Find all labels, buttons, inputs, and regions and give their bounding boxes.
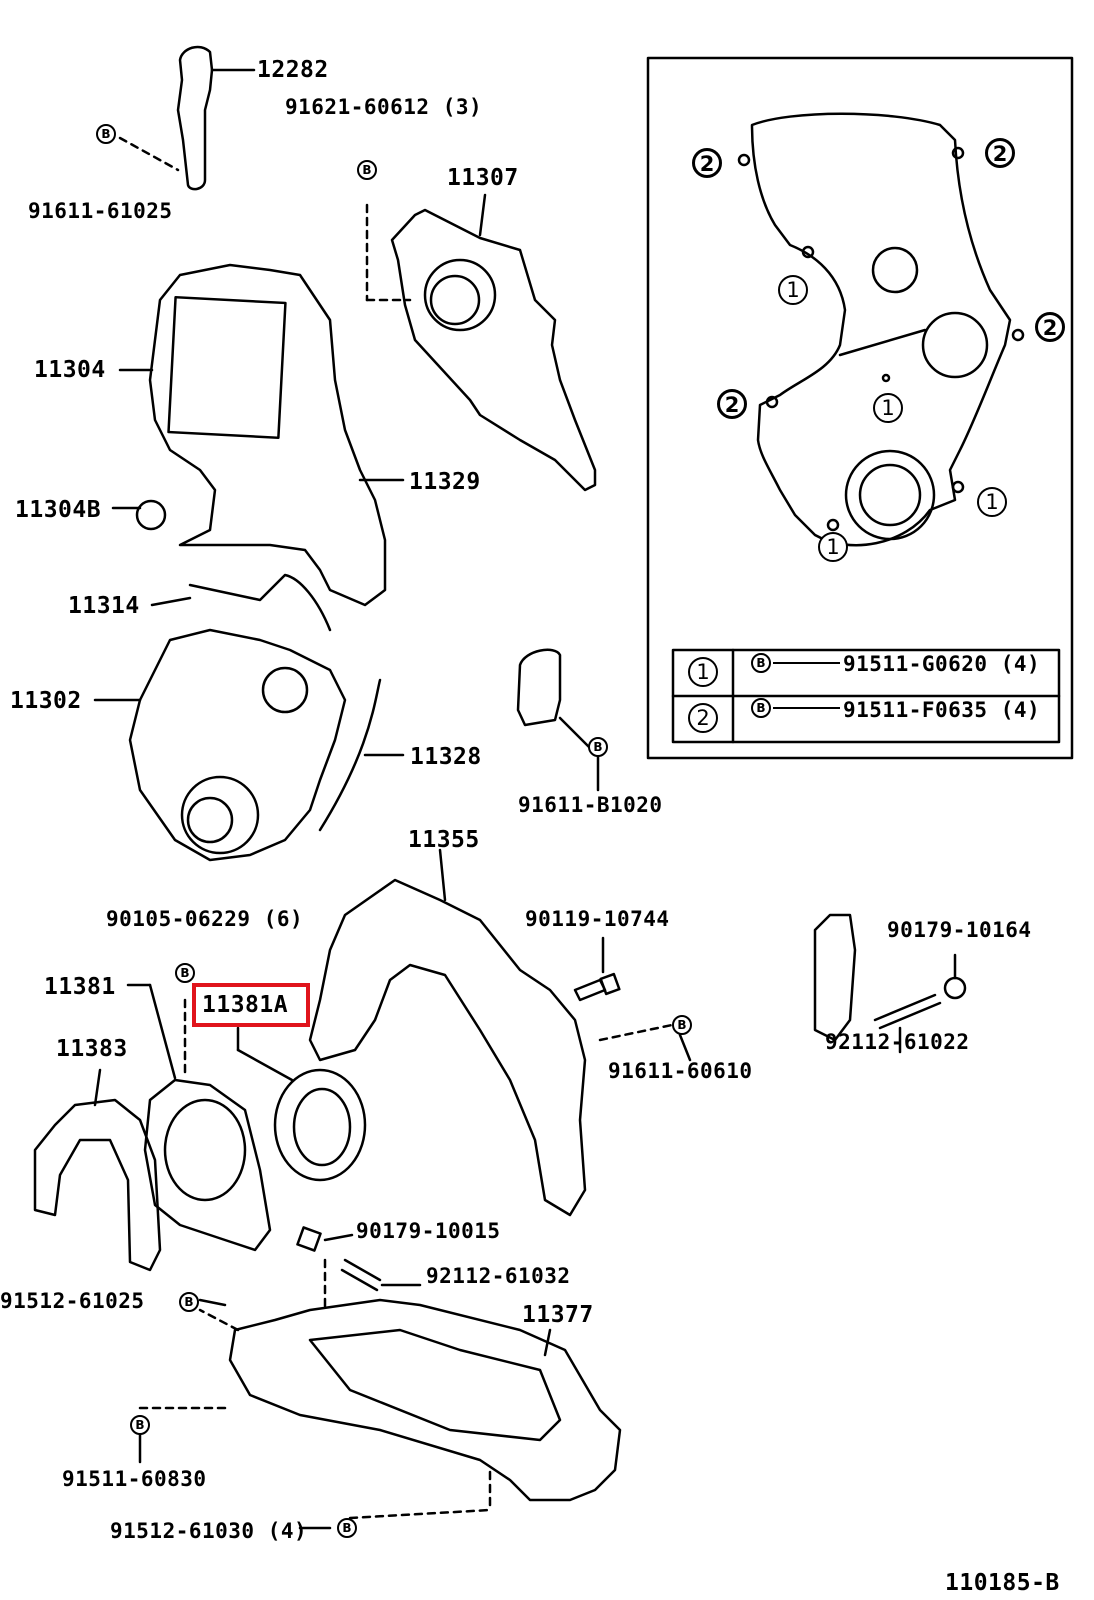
oil-seal-11381A — [273, 1068, 367, 1182]
label-90119-10744: 90119-10744 — [525, 907, 670, 931]
circled-number-icon: 2 — [692, 148, 722, 178]
legend-part-2: 91511-F0635 (4) — [843, 698, 1041, 722]
oil-seal-retainer-11381 — [143, 1078, 272, 1252]
legend-part-1: 91511-G0620 (4) — [843, 652, 1041, 676]
label-11355: 11355 — [408, 827, 480, 853]
bolt-icon: B — [588, 737, 608, 757]
bolt-icon: B — [179, 1292, 199, 1312]
rear-end-plate-11355 — [308, 878, 587, 1217]
label-91611-61025: 91611-61025 — [28, 199, 173, 223]
highlight-box-11381A — [192, 983, 310, 1027]
label-11304: 11304 — [34, 357, 106, 383]
circled-number-icon: 2 — [717, 389, 747, 419]
timing-belt-cover-upper-11304 — [148, 263, 387, 607]
label-90105-06229: 90105-06229 (6) — [106, 907, 304, 931]
bracket-right — [813, 913, 857, 1042]
label-11383: 11383 — [56, 1036, 128, 1062]
label-11381: 11381 — [44, 974, 116, 1000]
circled-number-icon: 2 — [985, 138, 1015, 168]
bolt-90119-10744 — [573, 978, 607, 1002]
circled-number-icon: 1 — [818, 532, 848, 562]
label-11302: 11302 — [10, 688, 82, 714]
legend-key-2: 2 — [688, 703, 718, 733]
label-91512-61025: 91512-61025 — [0, 1289, 145, 1313]
label-91611-B1020: 91611-B1020 — [518, 793, 663, 817]
label-90179-10015: 90179-10015 — [356, 1219, 501, 1243]
bracket-91611-B1020 — [516, 648, 562, 727]
label-90179-10164: 90179-10164 — [887, 918, 1032, 942]
label-11314: 11314 — [68, 593, 140, 619]
bolt-icon: B — [751, 698, 771, 718]
circled-number-icon: 2 — [1035, 312, 1065, 342]
label-92112-61022: 92112-61022 — [825, 1030, 970, 1054]
bolt-icon: B — [751, 653, 771, 673]
seal-strip-11314 — [188, 573, 332, 632]
label-91621-60612: 91621-60612 (3) — [285, 95, 483, 119]
engine-hanger-12282 — [176, 45, 214, 191]
timing-belt-cover-lower-11302 — [128, 628, 347, 862]
label-12282: 12282 — [257, 57, 329, 83]
legend-key-1: 1 — [688, 657, 718, 687]
stiffening-plate-11377 — [228, 1298, 622, 1502]
label-11307: 11307 — [447, 165, 519, 191]
bolt-icon: B — [130, 1415, 150, 1435]
nut-90179-10015 — [296, 1226, 322, 1252]
label-11328: 11328 — [410, 744, 482, 770]
circled-number-icon: 1 — [873, 393, 903, 423]
inset-frame — [646, 56, 1074, 760]
bolt-icon: B — [357, 160, 377, 180]
circled-number-icon: 1 — [778, 275, 808, 305]
label-91511-60830: 91511-60830 — [62, 1467, 207, 1491]
timing-belt-plate-11307 — [390, 208, 597, 492]
label-11377: 11377 — [522, 1302, 594, 1328]
circled-number-icon: 1 — [977, 487, 1007, 517]
label-91512-61030: 91512-61030 (4) — [110, 1519, 308, 1543]
label-11381A[interactable]: 11381A — [202, 992, 289, 1018]
label-11329: 11329 — [409, 469, 481, 495]
label-92112-61032: 92112-61032 — [426, 1264, 571, 1288]
gasket-11383 — [33, 1098, 162, 1272]
inset-rear-plate — [750, 112, 1012, 547]
label-91611-60610: 91611-60610 — [608, 1059, 753, 1083]
diagram-id: 110185-B — [945, 1570, 1060, 1596]
bolt-icon: B — [337, 1518, 357, 1538]
label-11304B: 11304B — [15, 497, 102, 523]
bolt-icon: B — [672, 1015, 692, 1035]
bolt-icon: B — [96, 124, 116, 144]
bolt-icon: B — [175, 963, 195, 983]
